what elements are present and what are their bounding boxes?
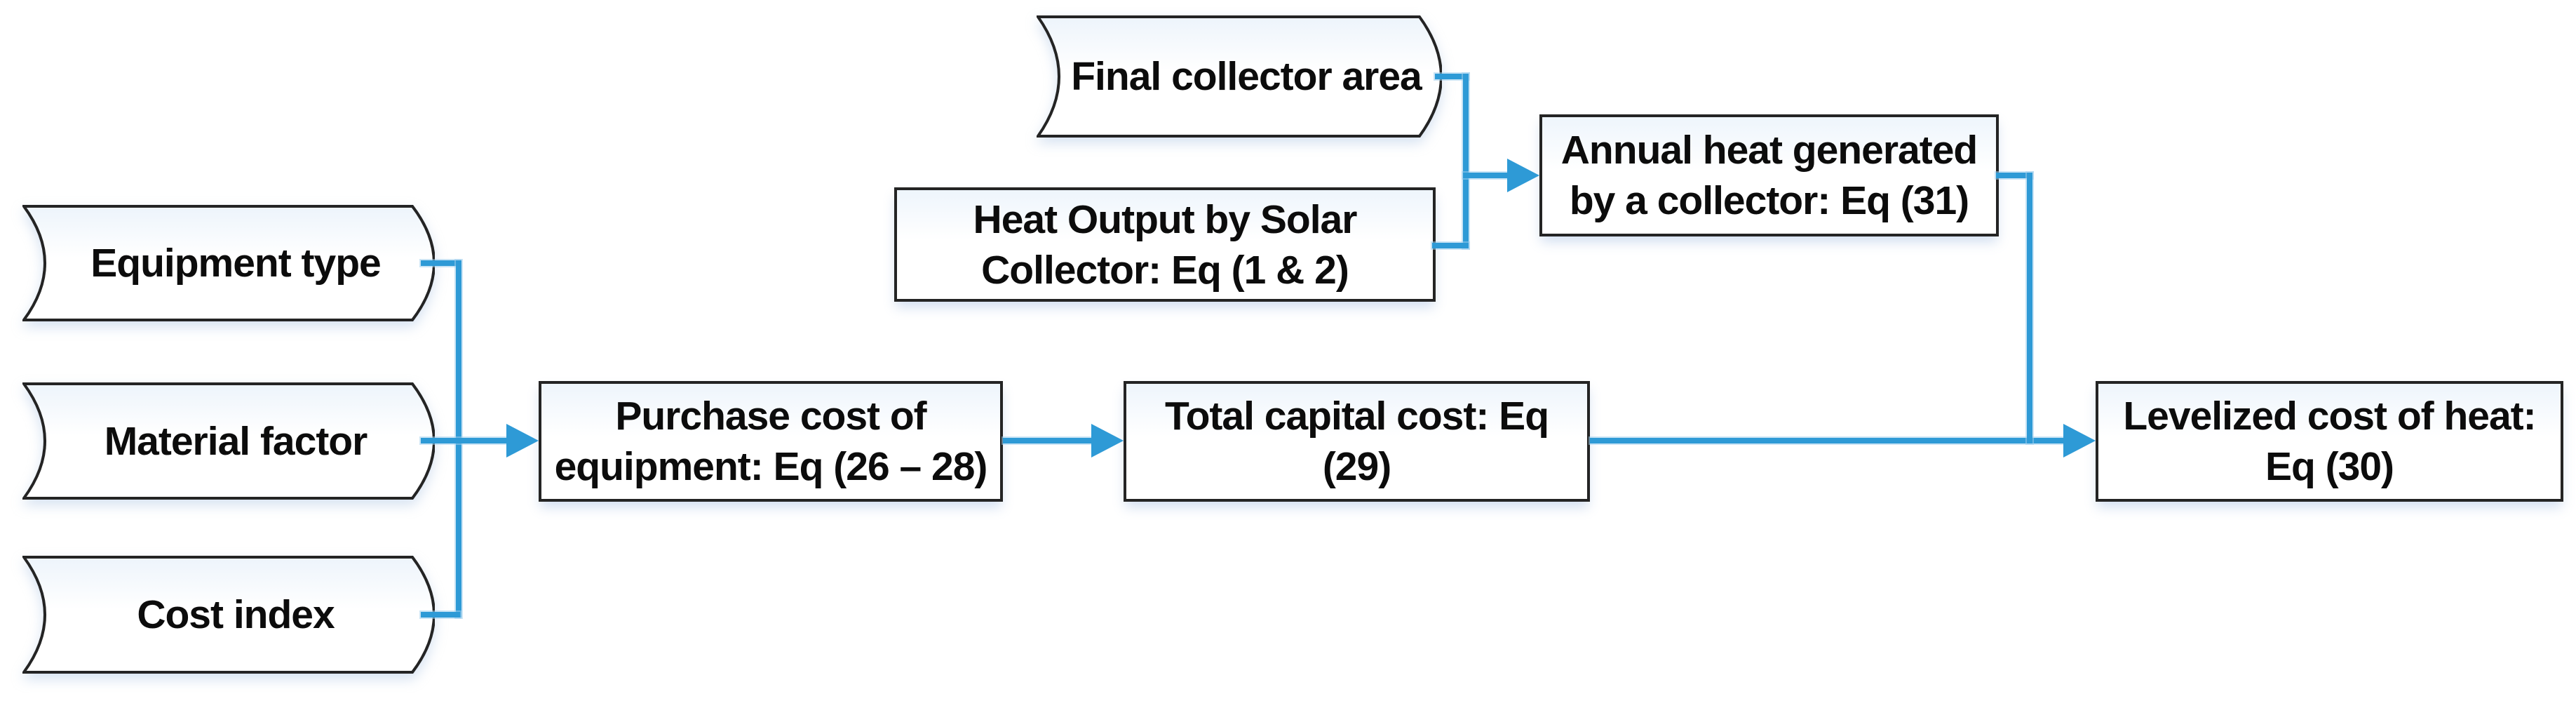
node-label: Purchase cost of equipment: Eq (26 – 28) [541,391,1000,492]
label-line: Material factor [104,418,368,464]
node-label: Levelized cost of heat: Eq (30) [2098,391,2561,492]
node-equipment-type: Equipment type [22,205,435,321]
connector-equipment-stub [421,260,460,266]
node-label: Cost index [22,589,435,640]
label-line: Cost index [137,592,335,637]
connector-right-vertical [2027,173,2032,443]
label-line: Eq (30) [2265,444,2394,489]
label-line: Purchase cost of [615,394,926,439]
label-line: equipment: Eq (26 – 28) [554,444,988,489]
node-label: Material factor [22,416,435,467]
node-final-collector-area: Final collector area [1037,15,1442,138]
node-total-capital-cost: Total capital cost: Eq (29) [1124,381,1590,502]
node-heat-output: Heat Output by Solar Collector: Eq (1 & … [894,187,1436,302]
node-annual-heat: Annual heat generated by a collector: Eq… [1539,114,1999,236]
connector-heat-output-stub [1432,243,1469,248]
node-material-factor: Material factor [22,382,435,500]
arrowhead-into-total [1091,424,1124,458]
label-line: Annual heat generated [1560,128,1978,173]
stored-data-shape [22,556,435,674]
label-line: Equipment type [90,241,382,286]
label-line: by a collector: Eq (31) [1569,178,1969,223]
node-label: Heat Output by Solar Collector: Eq (1 & … [897,194,1433,295]
label-line: (29) [1322,444,1391,489]
label-line: Total capital cost: Eq [1164,394,1549,439]
connector-purchase-to-total [1003,438,1095,443]
arrowhead-into-purchase [506,424,539,458]
node-label: Total capital cost: Eq (29) [1126,391,1587,492]
node-label: Annual heat generated by a collector: Eq… [1542,125,1996,226]
connector-into-annual-heat [1463,173,1511,178]
node-cost-index: Cost index [22,556,435,674]
node-label: Final collector area [1037,51,1442,102]
connector-annual-heat-stub [1996,173,2032,178]
connector-cost-index-stub [421,612,460,617]
label-line: Collector: Eq (1 & 2) [981,247,1349,293]
node-label: Equipment type [22,238,435,288]
connector-top-vertical [1463,74,1469,248]
stored-data-shape [22,205,435,321]
connector-material-to-purchase [421,438,511,443]
connector-total-to-levelized [1590,438,2068,443]
label-line: Heat Output by Solar [973,196,1358,242]
label-line: Levelized cost of heat: [2123,394,2536,439]
connector-final-area-stub [1435,74,1469,79]
arrowhead-into-levelized [2063,424,2096,458]
stored-data-shape [22,382,435,500]
node-levelized-cost: Levelized cost of heat: Eq (30) [2096,381,2563,502]
arrowhead-into-annual-heat [1507,159,1539,192]
label-line: Final collector area [1071,54,1422,99]
node-purchase-cost: Purchase cost of equipment: Eq (26 – 28) [539,381,1003,502]
stored-data-shape [1037,15,1442,138]
